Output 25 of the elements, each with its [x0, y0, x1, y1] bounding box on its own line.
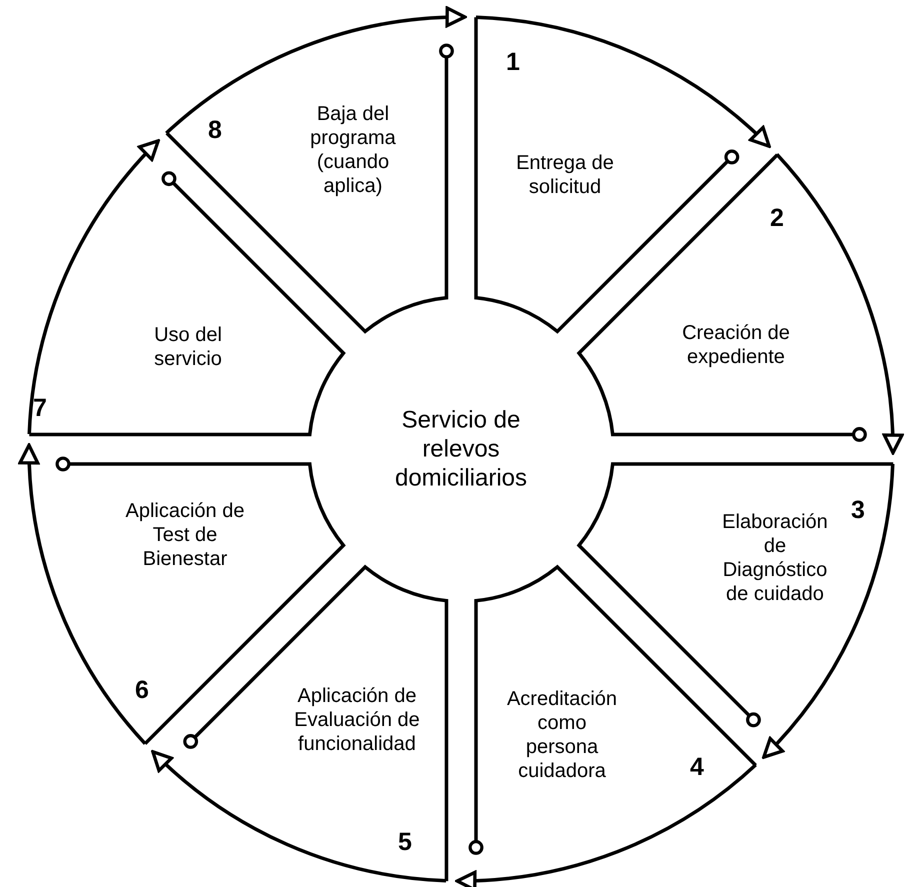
- step-label: Baja del programa (cuando aplica): [309, 102, 397, 198]
- arrow: [776, 153, 902, 454]
- arrow: [456, 764, 757, 887]
- step-number: 2: [770, 204, 784, 232]
- arrow: [151, 750, 446, 882]
- center-label: Servicio de relevos domiciliarios: [394, 406, 528, 492]
- step-number: 3: [851, 496, 865, 524]
- arrow: [28, 139, 160, 434]
- arrow: [20, 444, 146, 745]
- arrow: [165, 8, 466, 134]
- step-number: 4: [690, 752, 704, 781]
- step-number: 1: [506, 48, 520, 76]
- step-label: Aplicación de Evaluación de funcionalidad: [293, 684, 421, 756]
- arrow: [476, 16, 771, 148]
- step-label: Uso del servicio: [153, 322, 223, 371]
- step-number: 8: [208, 116, 222, 144]
- step-label: Acreditación como persona cuidadora: [506, 686, 618, 783]
- step-number: 5: [398, 828, 412, 856]
- step-label: Aplicación de Test de Bienestar: [124, 499, 246, 571]
- step-label: Entrega de solicitud: [515, 151, 615, 199]
- step-label: Elaboración de Diagnóstico de cuidado: [721, 510, 829, 606]
- arrow: [762, 464, 894, 759]
- step-label: Creación de expediente: [681, 320, 791, 369]
- step-number: 7: [33, 394, 47, 422]
- step-number: 6: [135, 676, 149, 704]
